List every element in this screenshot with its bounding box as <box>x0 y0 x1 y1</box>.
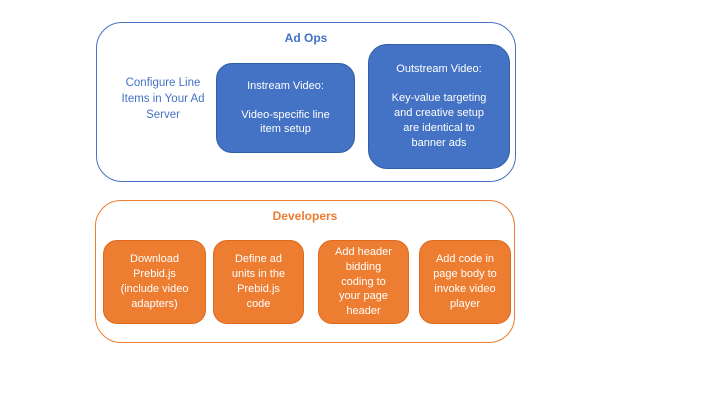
outstream-video-box: Outstream Video: Key-value targeting and… <box>368 44 510 169</box>
configure-line-items-note: Configure Line Items in Your Ad Server <box>121 77 205 122</box>
instream-video-box-body: Video-specific line item setup <box>241 108 330 136</box>
instream-video-box: Instream Video: Video-specific line item… <box>216 63 355 153</box>
define-ad-units-box: Define ad units in the Prebid.js code <box>213 240 304 324</box>
ad-ops-title: Ad Ops <box>284 31 328 45</box>
add-page-body-code-box: Add code in page body to invoke video pl… <box>419 240 511 324</box>
developers-group: Developers Download Prebid.js (include v… <box>95 200 515 343</box>
instream-video-box-title: Instream Video: <box>247 79 324 92</box>
outstream-video-box-body: Key-value targeting and creative setup a… <box>391 92 487 149</box>
add-header-bidding-box: Add header bidding coding to your page h… <box>318 240 409 324</box>
outstream-video-box-title: Outstream Video: <box>396 63 482 76</box>
ad-ops-group: Ad Ops Configure Line Items in Your Ad S… <box>96 22 516 182</box>
developers-title: Developers <box>272 209 338 223</box>
download-prebid-box: Download Prebid.js (include video adapte… <box>103 240 206 324</box>
